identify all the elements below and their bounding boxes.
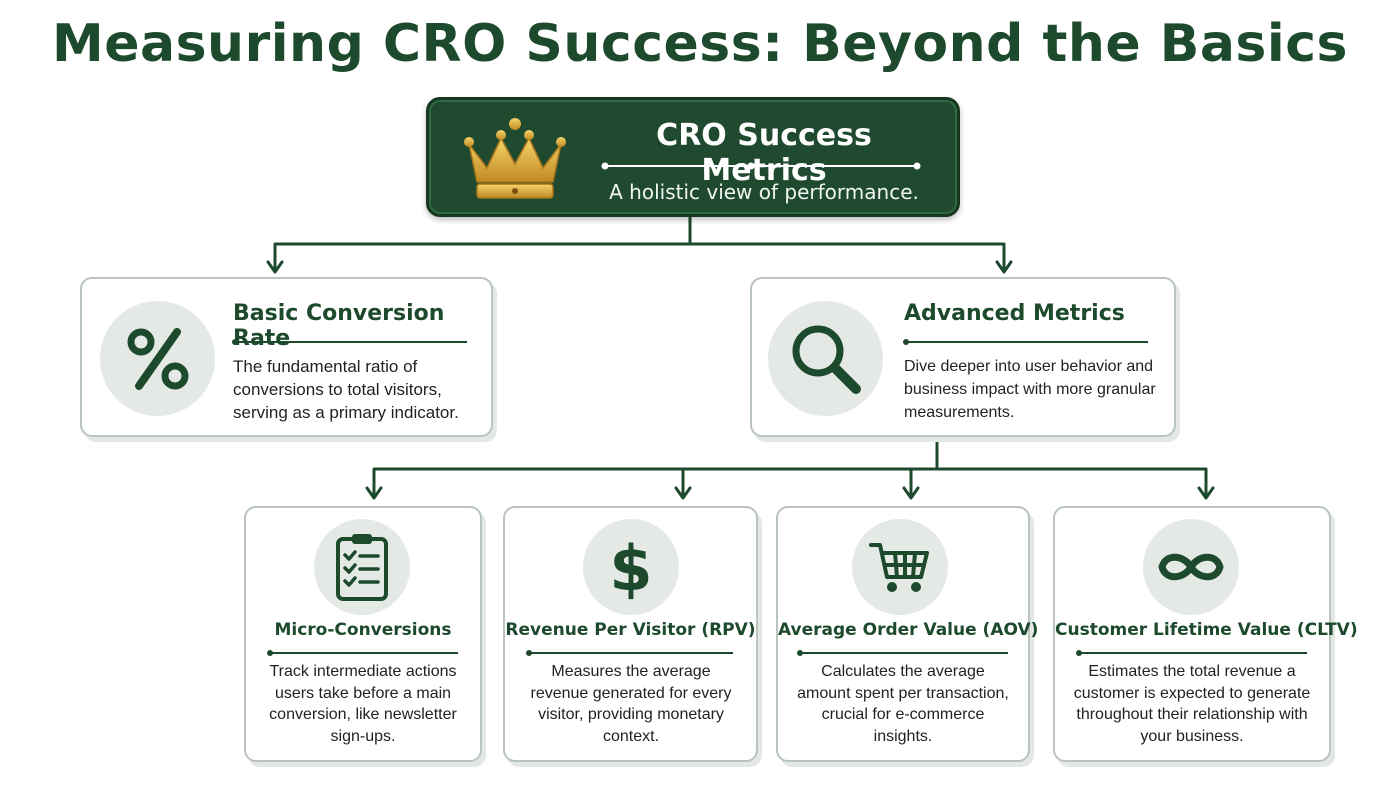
card-description: Measures the average revenue generated f…: [530, 663, 732, 745]
card-description: Calculates the average amount spent per …: [797, 663, 1009, 745]
divider: [267, 650, 458, 656]
shopping-cart-icon: [852, 519, 948, 615]
advanced-metrics-card: Advanced Metrics Dive deeper into user b…: [750, 277, 1176, 437]
card-title: Basic Conversion Rate: [233, 301, 445, 351]
root-subtitle: A holistic view of performance.: [609, 180, 919, 204]
card-title: Average Order Value (AOV): [778, 620, 1039, 640]
dollar-icon: $: [583, 519, 679, 615]
divider: [903, 339, 1148, 345]
card-description: The fundamental ratio of conversions to …: [233, 357, 459, 422]
percent-icon: [100, 301, 215, 416]
magnifier-icon: [768, 301, 883, 416]
svg-text:$: $: [609, 532, 652, 602]
card-title: Revenue Per Visitor (RPV): [505, 620, 756, 640]
card-title: Customer Lifetime Value (CLTV): [1055, 620, 1358, 640]
infinity-icon: [1143, 519, 1239, 615]
card-title: Advanced Metrics: [904, 301, 1125, 326]
cltv-card: Customer Lifetime Value (CLTV) Estimates…: [1053, 506, 1358, 762]
card-description: Estimates the total revenue a customer i…: [1073, 663, 1311, 745]
divider: [526, 650, 733, 656]
card-description: Dive deeper into user behavior and busin…: [904, 358, 1156, 421]
card-description: Track intermediate actions users take be…: [269, 663, 457, 745]
clipboard-checklist-icon: [314, 519, 410, 615]
page-title: Measuring CRO Success: Beyond the Basics: [52, 14, 1348, 74]
root-node: CRO Success Metrics A holistic view of p…: [426, 97, 960, 217]
card-title: Micro-Conversions: [274, 620, 452, 640]
root-title: CRO Success Metrics: [656, 118, 872, 188]
divider: [232, 339, 467, 345]
crown-icon: [464, 118, 566, 199]
divider: [601, 162, 921, 170]
rpv-card: $ Revenue Per Visitor (RPV) Measures the…: [503, 506, 758, 762]
aov-card: Average Order Value (AOV) Calculates the…: [776, 506, 1039, 762]
divider: [1076, 650, 1307, 656]
divider: [797, 650, 1008, 656]
micro-conversions-card: Micro-Conversions Track intermediate act…: [244, 506, 482, 762]
basic-conversion-rate-card: Basic Conversion Rate The fundamental ra…: [80, 277, 493, 437]
